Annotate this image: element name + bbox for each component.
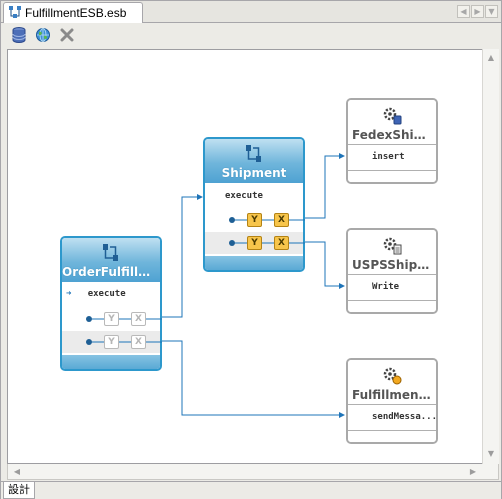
editor-bottom-tabs: 設計 <box>1 481 501 499</box>
routing-service-order-fulfillment[interactable]: OrderFulfillme... ➜ execute Y X Y X <box>60 236 162 371</box>
filter-icon[interactable]: Y <box>104 335 119 349</box>
routing-service-icon <box>103 244 118 261</box>
editor-tab-fulfillmentesb[interactable]: FulfillmentESB.esb <box>3 2 143 23</box>
transform-icon[interactable]: X <box>274 213 289 227</box>
operation-execute[interactable]: execute <box>225 191 263 201</box>
wire-shipment-to-fedex <box>298 153 345 219</box>
filter-icon[interactable]: Y <box>247 213 262 227</box>
routing-rule-row[interactable]: Y X <box>62 331 162 353</box>
routing-wires <box>156 153 345 418</box>
tab-scroll-left-button[interactable]: ◀ <box>457 5 470 18</box>
operation-write[interactable]: Write <box>372 282 400 292</box>
wire-shipment-to-usps <box>298 241 345 289</box>
diagram-toolbar <box>1 24 501 48</box>
service-footer <box>348 170 436 182</box>
tab-list-button[interactable]: ▼ <box>485 5 498 18</box>
database-button[interactable] <box>10 27 27 46</box>
filter-icon[interactable]: Y <box>247 236 262 250</box>
scroll-up-icon[interactable]: ▲ <box>487 53 495 62</box>
rule-connector <box>229 240 235 246</box>
operation-insert[interactable]: insert <box>372 152 405 162</box>
service-footer <box>348 300 436 312</box>
operation-label: execute <box>87 289 126 299</box>
delete-button[interactable] <box>58 28 75 45</box>
wire-order-to-fulfillment <box>156 340 345 418</box>
service-header: FedexShipm... <box>348 100 436 144</box>
vertical-scrollbar[interactable]: ▲ ▼ <box>482 49 499 464</box>
service-header: USPSShipm... <box>348 230 436 274</box>
scroll-down-icon[interactable]: ▼ <box>487 449 495 458</box>
scroll-right-icon[interactable]: ▶ <box>469 467 477 476</box>
transform-icon[interactable]: X <box>131 312 146 326</box>
operation-sendmessage[interactable]: sendMessa... <box>372 412 438 422</box>
operation-execute[interactable]: ➜ execute <box>66 289 126 299</box>
service-footer <box>348 430 436 442</box>
service-title: FulfillmentB... <box>352 388 434 402</box>
scroll-left-icon[interactable]: ◀ <box>13 467 21 476</box>
service-footer <box>62 355 160 369</box>
rule-connector <box>86 316 92 322</box>
service-title: Shipment <box>221 166 287 180</box>
routing-service-icon <box>246 145 261 162</box>
editor-tab-label: FulfillmentESB.esb <box>25 6 127 20</box>
routing-service-shipment[interactable]: Shipment execute Y X Y X <box>203 137 305 272</box>
delete-icon <box>60 28 74 45</box>
tab-scroll-right-button[interactable]: ▶ <box>471 5 484 18</box>
routing-rule-row[interactable]: Y X <box>62 308 162 330</box>
database-adapter-icon <box>383 107 402 125</box>
rule-connector <box>229 217 235 223</box>
horizontal-scrollbar[interactable]: ◀ ▶ <box>7 464 499 480</box>
rule-connector <box>86 339 92 345</box>
routing-rule-row[interactable]: Y X <box>205 209 305 231</box>
transform-icon[interactable]: X <box>131 335 146 349</box>
filter-icon[interactable]: Y <box>104 312 119 326</box>
service-header: FulfillmentB... <box>348 360 436 404</box>
editor-tab-bar: FulfillmentESB.esb ◀ ▶ ▼ <box>1 1 501 23</box>
wire-order-to-shipment <box>156 194 203 318</box>
tab-design[interactable]: 設計 <box>3 482 35 499</box>
web-service-button[interactable] <box>34 28 51 45</box>
messaging-adapter-icon <box>383 367 402 385</box>
adapter-service-fulfillment[interactable]: FulfillmentB... sendMessa... <box>346 358 438 444</box>
database-icon <box>12 27 26 46</box>
service-header: Shipment <box>205 139 303 183</box>
globe-icon <box>35 27 51 46</box>
service-footer <box>205 256 303 270</box>
esb-design-canvas[interactable]: OrderFulfillme... ➜ execute Y X Y X <box>7 49 499 464</box>
service-title: USPSShipm... <box>352 258 434 272</box>
transform-icon[interactable]: X <box>274 236 289 250</box>
adapter-service-fedex[interactable]: FedexShipm... insert <box>346 98 438 184</box>
service-title: OrderFulfillme... <box>62 265 160 279</box>
service-title: FedexShipm... <box>352 128 434 142</box>
routing-rule-row[interactable]: Y X <box>205 232 305 254</box>
esb-diagram-icon <box>8 5 22 22</box>
file-adapter-icon <box>383 237 402 255</box>
service-header: OrderFulfillme... <box>62 238 160 282</box>
adapter-service-usps[interactable]: USPSShipm... Write <box>346 228 438 314</box>
